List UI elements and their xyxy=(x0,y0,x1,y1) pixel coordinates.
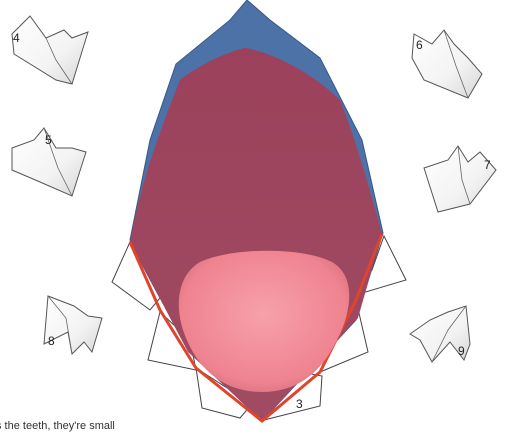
caption-text: s the teeth, they're small xyxy=(0,420,115,432)
tooth-label-5: 5 xyxy=(45,133,52,147)
tooth-label-3: 3 xyxy=(296,397,303,411)
tooth-4: 4 xyxy=(12,16,88,84)
tooth-label-8: 8 xyxy=(48,334,55,348)
tooth-label-6: 6 xyxy=(416,38,423,52)
tooth-8: 8 xyxy=(44,296,102,354)
tooth-label-7: 7 xyxy=(484,158,491,172)
tooth-label-9: 9 xyxy=(458,344,465,358)
tooth-label-4: 4 xyxy=(13,31,20,45)
tooth-7: 7 xyxy=(424,146,496,212)
tooth-5: 5 xyxy=(12,128,86,196)
tooth-6: 6 xyxy=(412,30,482,98)
tooth-9: 9 xyxy=(410,306,470,362)
